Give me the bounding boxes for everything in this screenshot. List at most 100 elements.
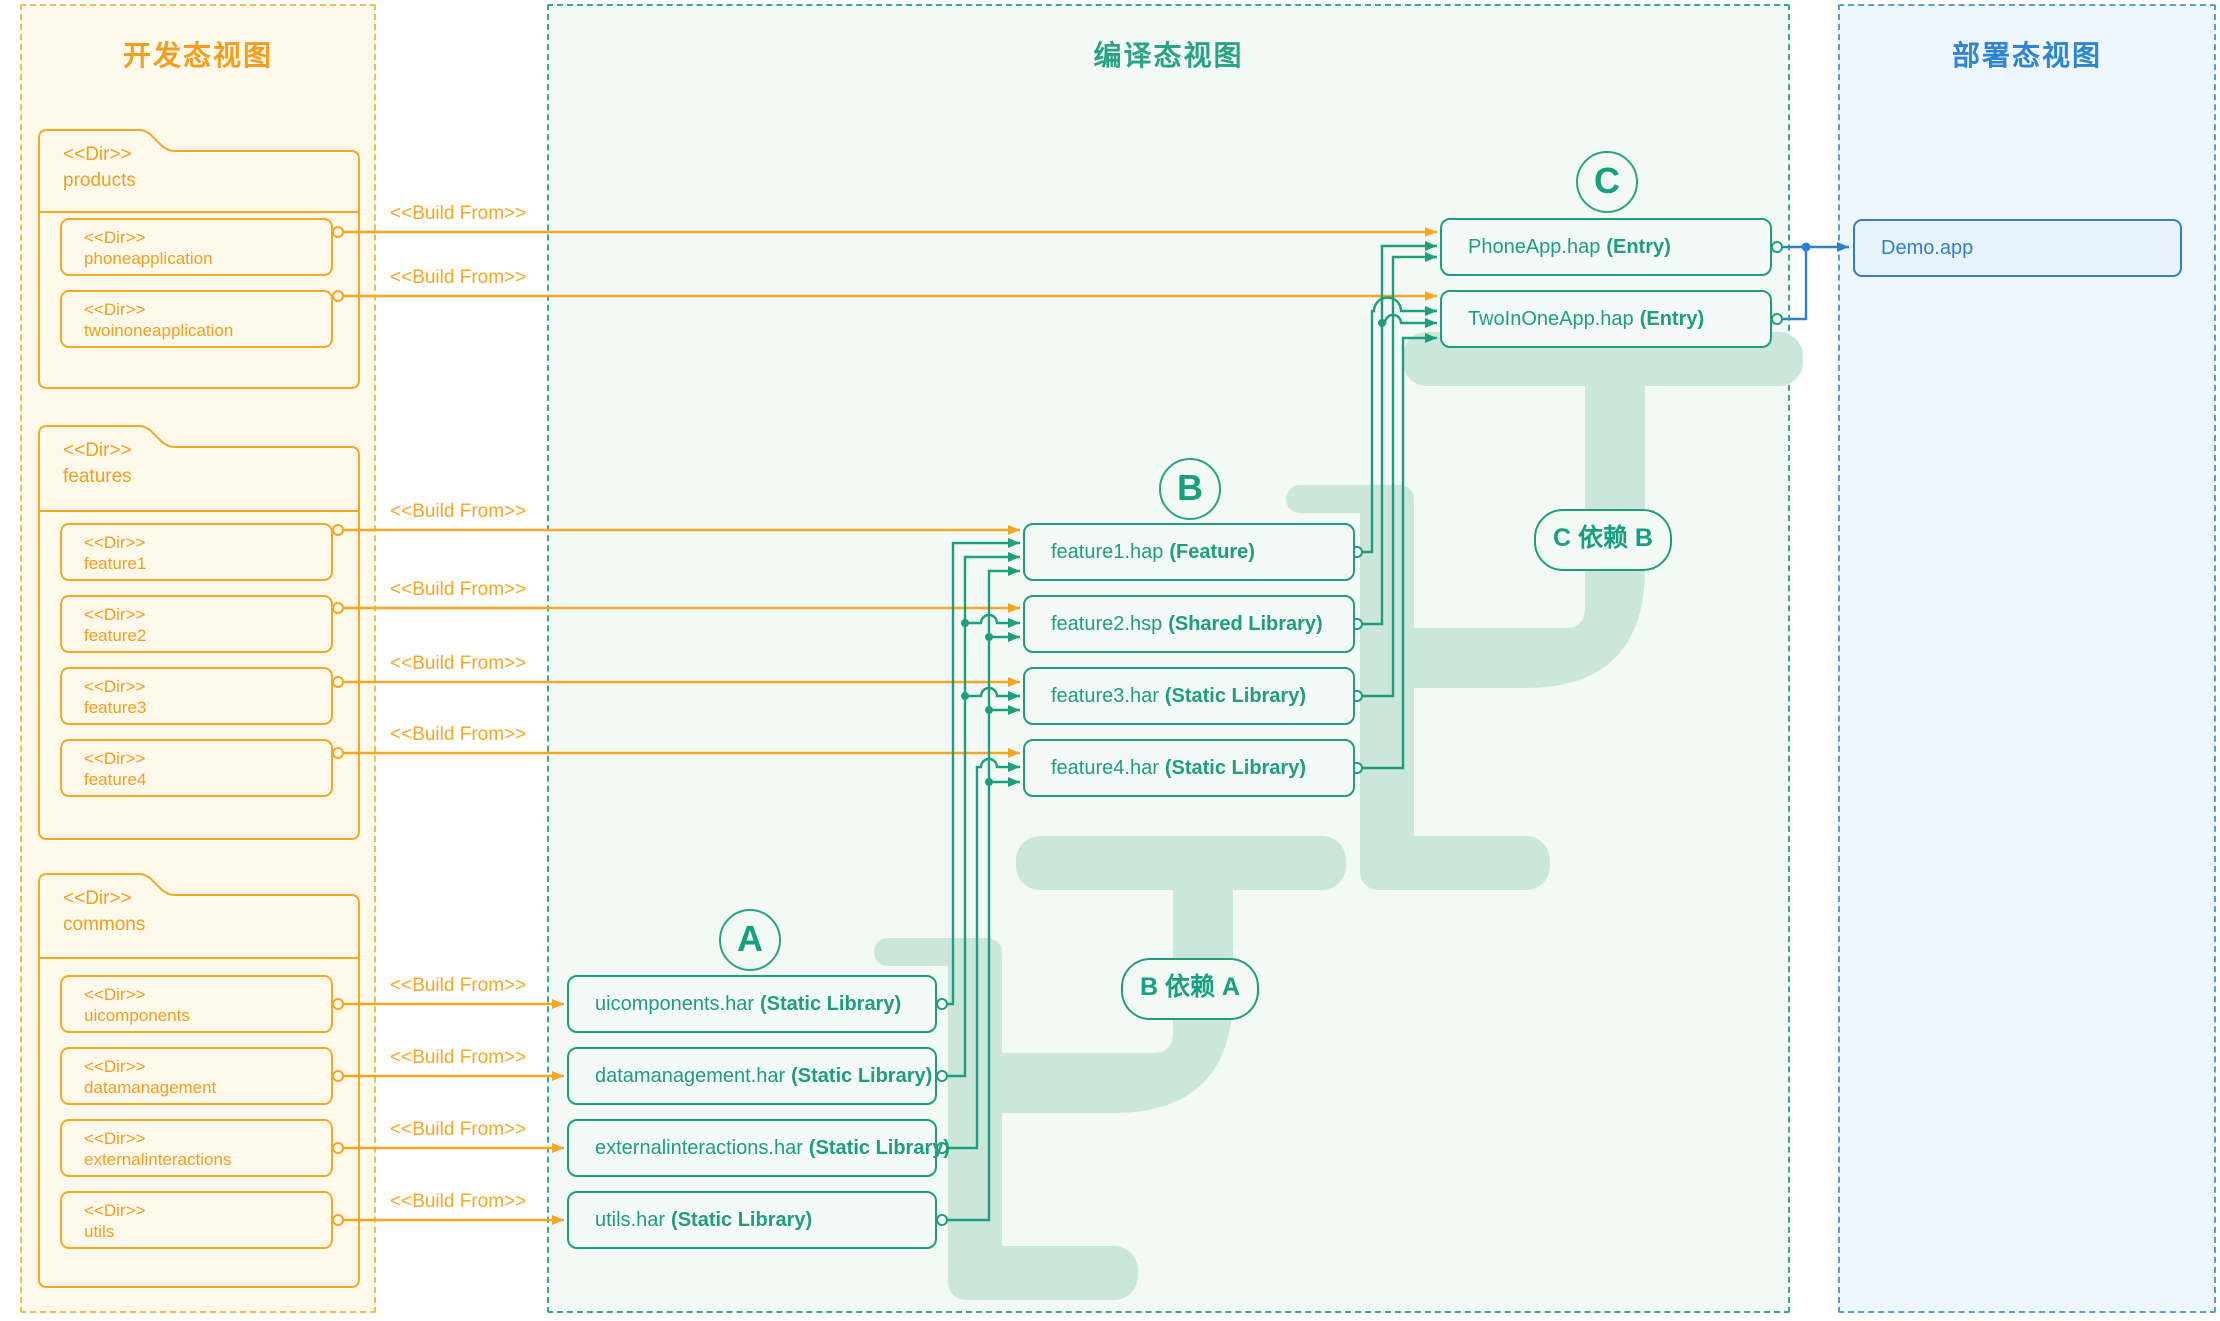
module-type: (Static Library) <box>1164 757 1307 779</box>
dir-name: feature2 <box>84 626 147 645</box>
module-uicomponents-har: uicomponents.har(Static Library) <box>567 975 937 1033</box>
module-name: feature2.hsp <box>1051 613 1163 635</box>
module-type: (Static Library) <box>808 1137 951 1159</box>
label-b-depends-a: B 依赖 A <box>1121 958 1259 1020</box>
band-c-pipe <box>1405 380 1645 688</box>
build-from-edges <box>343 227 1437 1225</box>
dir-box-feature4: <<Dir>> feature4 <box>60 739 333 797</box>
build-from-label: <<Build From>> <box>390 1191 527 1212</box>
folder-name: commons <box>63 914 146 935</box>
module-feature4-har: feature4.har(Static Library) <box>1023 739 1355 797</box>
dir-stereotype: <<Dir>> <box>84 1201 146 1220</box>
module-name: PhoneApp.hap <box>1468 236 1601 258</box>
group-c-badge: C <box>1576 151 1638 213</box>
dir-stereotype: <<Dir>> <box>84 985 146 1004</box>
dir-stereotype: <<Dir>> <box>84 677 146 696</box>
module-externalinteractions-har: externalinteractions.har(Static Library) <box>567 1119 950 1177</box>
module-type: (Feature) <box>1169 541 1255 563</box>
module-name: datamanagement.har <box>595 1065 786 1087</box>
dir-box-feature3: <<Dir>> feature3 <box>60 667 333 725</box>
dir-box-datamanagement: <<Dir>> datamanagement <box>60 1047 333 1105</box>
artifact-name: Demo.app <box>1881 237 1974 259</box>
build-from-label: <<Build From>> <box>390 501 527 522</box>
module-name: feature3.har <box>1051 685 1159 707</box>
module-name: uicomponents.har <box>595 993 754 1015</box>
band-a-botcap <box>954 1246 1138 1300</box>
module-feature1-hap: feature1.hap(Feature) <box>1023 523 1355 581</box>
panel-title-development: 开发态视图 <box>122 40 273 71</box>
artifact-demo-app: Demo.app <box>1853 219 2182 277</box>
module-datamanagement-har: datamanagement.har(Static Library) <box>567 1047 937 1105</box>
build-from-label: <<Build From>> <box>390 579 527 600</box>
module-type: (Entry) <box>1606 236 1671 258</box>
folder-products-label: <<Dir>> products <box>63 142 136 194</box>
folder-stereotype: <<Dir>> <box>63 888 132 909</box>
dir-name: utils <box>84 1222 115 1241</box>
dir-box-feature2: <<Dir>> feature2 <box>60 595 333 653</box>
band-b-slab <box>1360 485 1414 890</box>
edge-uicomponents-to-feature1 <box>947 538 1020 1006</box>
module-feature3-har: feature3.har(Static Library) <box>1023 667 1355 725</box>
dir-name: datamanagement <box>84 1078 217 1097</box>
dir-box-externalinteractions: <<Dir>> externalinteractions <box>60 1119 333 1177</box>
build-from-label: <<Build From>> <box>390 653 527 674</box>
panel-title-build: 编译态视图 <box>1093 40 1244 71</box>
dir-stereotype: <<Dir>> <box>84 228 146 247</box>
edge-feature4-to-twoinoneapp <box>1362 333 1437 770</box>
edge-feature3-to-phoneapp <box>1362 252 1437 698</box>
edge-datamanagement-to-feature3 <box>965 686 1020 701</box>
dir-name: twoinoneapplication <box>84 321 234 340</box>
group-b-badge: B <box>1159 458 1221 520</box>
dir-name: uicomponents <box>84 1006 190 1025</box>
band-a-pipe <box>993 880 1233 1113</box>
module-phoneapp-hap: PhoneApp.hap(Entry) <box>1440 218 1772 276</box>
band-b-cap <box>1016 836 1346 890</box>
edge-twoinoneapp-out <box>1782 247 1808 321</box>
folder-name: products <box>63 170 136 191</box>
folder-name: features <box>63 466 132 487</box>
module-type: (Static Library) <box>671 1209 813 1231</box>
edge-feature2-to-phoneapp <box>1362 241 1437 626</box>
dir-stereotype: <<Dir>> <box>84 749 146 768</box>
module-type: (Static Library) <box>1164 685 1307 707</box>
edge-feature2-to-twoinoneapp <box>1382 313 1437 328</box>
build-from-label: <<Build From>> <box>390 1047 527 1068</box>
dir-stereotype: <<Dir>> <box>84 1057 146 1076</box>
module-name: utils.har <box>595 1209 666 1231</box>
module-type: (Static Library) <box>759 993 902 1015</box>
folder-stereotype: <<Dir>> <box>63 440 132 461</box>
dir-name: feature4 <box>84 770 147 789</box>
group-a-badge: A <box>719 909 781 971</box>
module-type: (Entry) <box>1639 308 1705 330</box>
build-from-label: <<Build From>> <box>390 975 527 996</box>
build-from-label: <<Build From>> <box>390 724 527 745</box>
edge-datamanagement-to-feature2 <box>965 613 1020 628</box>
band-c-depends-b <box>1286 332 1803 890</box>
module-feature2-hsp: feature2.hsp(Shared Library) <box>1023 595 1355 653</box>
dependency-edges-a-to-b <box>947 538 1020 1222</box>
dir-name: feature3 <box>84 698 147 717</box>
edge-externalinteractions-to-feature4 <box>947 757 1020 1150</box>
folder-stereotype: <<Dir>> <box>63 144 132 165</box>
dir-stereotype: <<Dir>> <box>84 300 146 319</box>
dir-box-feature1: <<Dir>> feature1 <box>60 523 333 581</box>
module-type: (Static Library) <box>791 1065 933 1087</box>
band-b-botcap <box>1366 836 1550 890</box>
dir-name: externalinteractions <box>84 1150 232 1169</box>
dir-stereotype: <<Dir>> <box>84 1129 146 1148</box>
dir-name: phoneapplication <box>84 249 213 268</box>
module-name: externalinteractions.har <box>595 1137 803 1159</box>
dir-box-utils: <<Dir>> utils <box>60 1191 333 1249</box>
module-name: feature4.har <box>1051 757 1159 779</box>
dir-stereotype: <<Dir>> <box>84 533 146 552</box>
module-type: (Shared Library) <box>1168 613 1323 635</box>
module-name: feature1.hap <box>1051 541 1164 563</box>
label-c-depends-b: C 依赖 B <box>1534 509 1672 571</box>
junction-dot-blue <box>1801 242 1811 252</box>
edge-datamanagement-to-feature1 <box>947 552 1020 1078</box>
package-edges <box>1782 242 1849 321</box>
build-from-label: <<Build From>> <box>390 267 527 288</box>
panel-title-deploy: 部署态视图 <box>1951 40 2102 71</box>
